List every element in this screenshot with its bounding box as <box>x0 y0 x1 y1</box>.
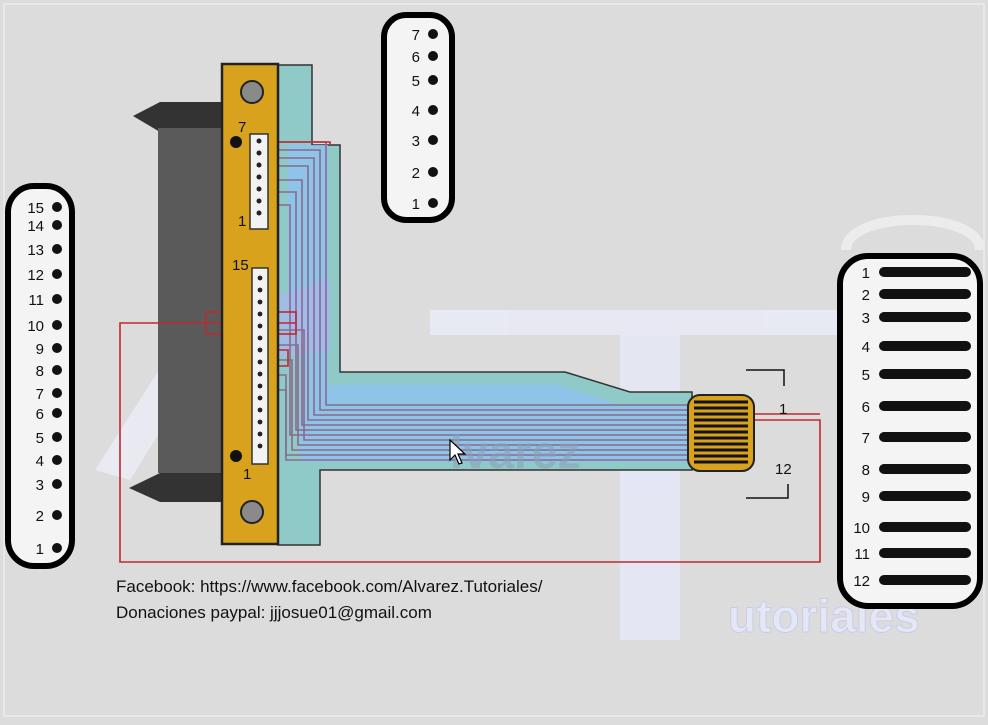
top-pin-dot <box>428 51 438 61</box>
left-pin-label: 11 <box>28 292 44 309</box>
left-pin-dot <box>52 479 62 489</box>
left-pin-dot <box>52 408 62 418</box>
lower-header-top-label: 15 <box>232 257 249 274</box>
left-pin-label: 2 <box>36 508 44 525</box>
upper-header-top-label: 7 <box>238 119 246 136</box>
upper-header-bottom-label: 1 <box>238 213 246 230</box>
flex-label-first: 1 <box>779 401 787 418</box>
right-pin-label: 11 <box>854 546 870 563</box>
left-pin-dot <box>52 388 62 398</box>
right-pin-label: 6 <box>862 399 870 416</box>
top-pin-label: 6 <box>412 49 420 66</box>
right-pin-label: 12 <box>853 573 870 590</box>
left-pin-label: 8 <box>36 363 44 380</box>
left-pin-label: 12 <box>27 267 44 284</box>
left-pin-dot <box>52 202 62 212</box>
mouse-cursor-icon <box>449 438 467 465</box>
left-pin-label: 6 <box>36 406 44 423</box>
watermark-word-2: utoriales <box>728 590 920 642</box>
top-pin-dot <box>428 135 438 145</box>
right-pin-label: 5 <box>862 367 870 384</box>
lower-header-bottom-label: 1 <box>243 466 251 483</box>
left-pin-label: 5 <box>36 430 44 447</box>
left-pin-dot <box>52 543 62 553</box>
left-pin-label: 1 <box>36 541 44 558</box>
left-pin-dot <box>52 269 62 279</box>
left-pin-label: 10 <box>27 318 44 335</box>
right-pin-label: 4 <box>862 339 870 356</box>
top-pin-label: 3 <box>412 133 420 150</box>
lower-pin-header <box>251 267 269 465</box>
left-pin-dot <box>52 244 62 254</box>
right-pin-label: 10 <box>853 520 870 537</box>
top-pin-label: 4 <box>412 103 420 120</box>
left-pin-label: 13 <box>27 242 44 259</box>
footer-paypal-text: Donaciones paypal: jjjosue01@gmail.com <box>116 603 432 622</box>
left-pin-label: 3 <box>36 477 44 494</box>
left-pin-dot <box>52 220 62 230</box>
left-pin-dot <box>52 365 62 375</box>
right-pin-label: 7 <box>862 430 870 447</box>
top-pin-dot <box>428 75 438 85</box>
red-wires <box>119 141 821 563</box>
top-pin-label: 7 <box>412 27 420 44</box>
mounting-hole-bottom <box>240 500 264 524</box>
top-pin-dot <box>428 167 438 177</box>
top-pin-dot <box>428 198 438 208</box>
top-pin-dot <box>428 105 438 115</box>
pcb-board: 7 1 15 1 <box>220 62 280 546</box>
top-7-pin-connector: 7 6 5 4 3 2 1 <box>381 12 455 223</box>
right-pin-label: 1 <box>862 265 870 282</box>
left-pin-dot <box>52 510 62 520</box>
flex-label-last: 12 <box>775 461 792 478</box>
left-pin-dot <box>52 343 62 353</box>
top-pin-label: 2 <box>412 165 420 182</box>
mounting-hole-top <box>240 80 264 104</box>
right-pin-label: 2 <box>862 287 870 304</box>
top-pin-label: 5 <box>412 73 420 90</box>
left-pin-label: 7 <box>36 386 44 403</box>
left-pin-dot <box>52 455 62 465</box>
left-pin-dot <box>52 294 62 304</box>
right-pin-label: 3 <box>862 310 870 327</box>
left-pin-dot <box>52 432 62 442</box>
footer-facebook-link[interactable]: Facebook: https://www.facebook.com/Alvar… <box>116 577 543 596</box>
right-pin-label: 9 <box>862 489 870 506</box>
left-pin-label: 15 <box>27 200 44 217</box>
top-pin-dot <box>428 29 438 39</box>
flex-end-connector: 1 12 <box>687 369 792 499</box>
left-pin-dot <box>52 320 62 330</box>
right-pin-label: 8 <box>862 462 870 479</box>
left-pin-label: 4 <box>36 453 44 470</box>
left-pin-label: 9 <box>36 341 44 358</box>
watermark-word-1: lvarez <box>450 426 580 478</box>
upper-pin-header <box>249 133 269 230</box>
left-pin-label: 14 <box>27 218 44 235</box>
sata-connector-housing <box>129 102 228 502</box>
top-pin-label: 1 <box>412 196 420 213</box>
